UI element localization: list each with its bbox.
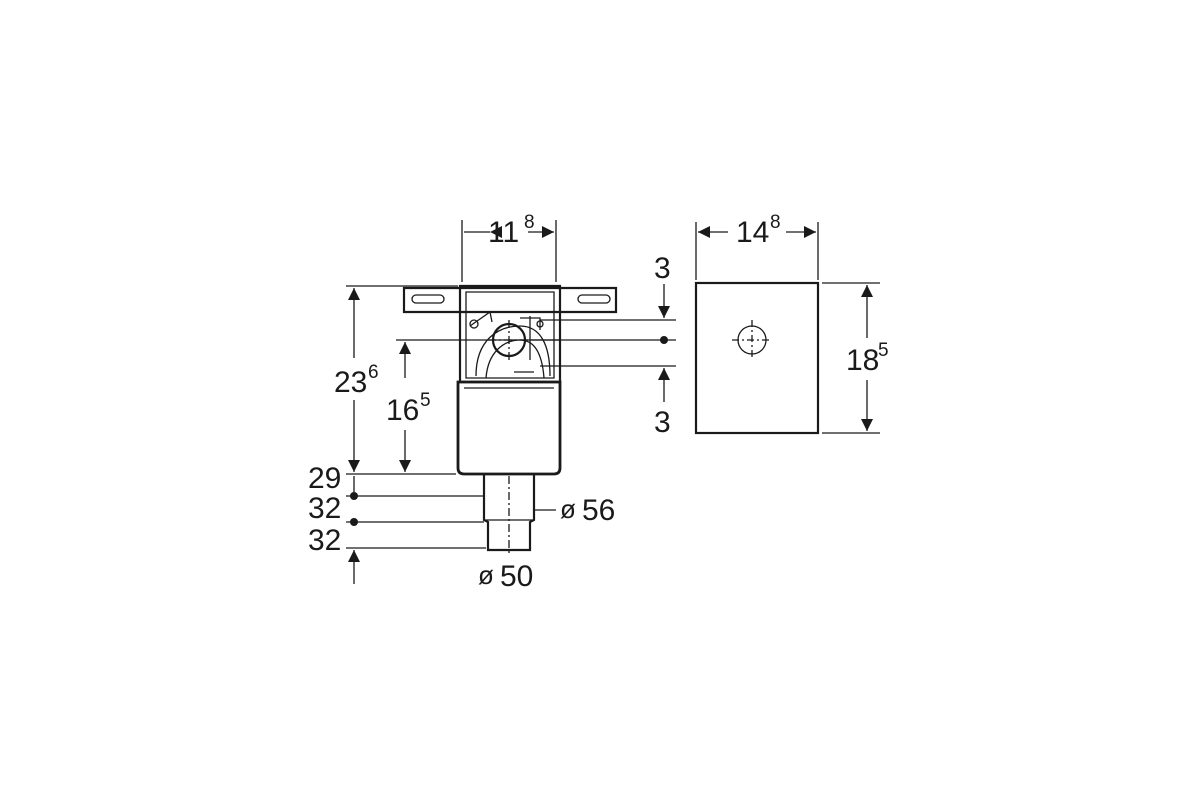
dim-offset-bottom: 3 (654, 406, 671, 439)
dim-cover-height-main: 18 (846, 344, 879, 377)
screw-detail (469, 319, 479, 329)
dim-outlet-step-3: 32 (308, 524, 341, 557)
screw-detail-2 (536, 320, 544, 328)
dim-outer-diameter: 56 (582, 494, 615, 527)
dim-cover-height-sup: 5 (878, 340, 889, 361)
dimension-center-height: 16 5 (386, 339, 560, 472)
cover-plate (694, 281, 820, 435)
dim-inner-diameter: 50 (500, 560, 533, 593)
dim-outlet-step-1: 29 (308, 462, 341, 495)
dim-center-height-sup: 5 (420, 390, 431, 411)
dim-outlet-step-2: 32 (308, 492, 341, 525)
dim-front-width-sup: 8 (524, 212, 535, 233)
dim-front-width-main: 11 (488, 216, 519, 249)
dim-center-height-main: 16 (386, 394, 419, 427)
dimension-cover-height: 18 5 (822, 282, 889, 434)
dimension-cover-width: 14 8 (695, 212, 819, 280)
cover-plate-view (694, 281, 820, 435)
diameter-symbol-inner: ø (478, 560, 494, 590)
dim-total-height-main: 23 (334, 366, 367, 399)
diameter-symbol-outer: ø (560, 494, 576, 524)
dim-offset-top: 3 (654, 252, 671, 285)
dimension-offsets: 3 3 (530, 252, 676, 439)
cover-plate-centerline (732, 320, 772, 360)
dimension-total-height: 23 6 (334, 285, 458, 475)
lower-box-body (456, 380, 562, 476)
dim-cover-width-sup: 8 (770, 212, 781, 233)
dimension-diameters: ø 56 ø 50 (478, 494, 615, 593)
upper-frame-inner (465, 291, 555, 379)
left-mounting-slot (411, 294, 445, 304)
upper-frame (458, 284, 562, 384)
internal-pipe-bend (475, 325, 551, 377)
step-dot-2 (350, 518, 358, 526)
mounting-flange (402, 286, 618, 314)
right-mounting-slot (577, 294, 611, 304)
dimension-front-width: 11 8 (461, 212, 557, 282)
offset-dot (660, 336, 668, 344)
dim-cover-width-main: 14 (736, 216, 769, 249)
dimension-outlet-steps: 29 32 32 (308, 462, 486, 584)
front-view-box (402, 284, 618, 556)
step-dot-1 (350, 492, 358, 500)
dim-total-height-sup: 6 (368, 362, 379, 383)
